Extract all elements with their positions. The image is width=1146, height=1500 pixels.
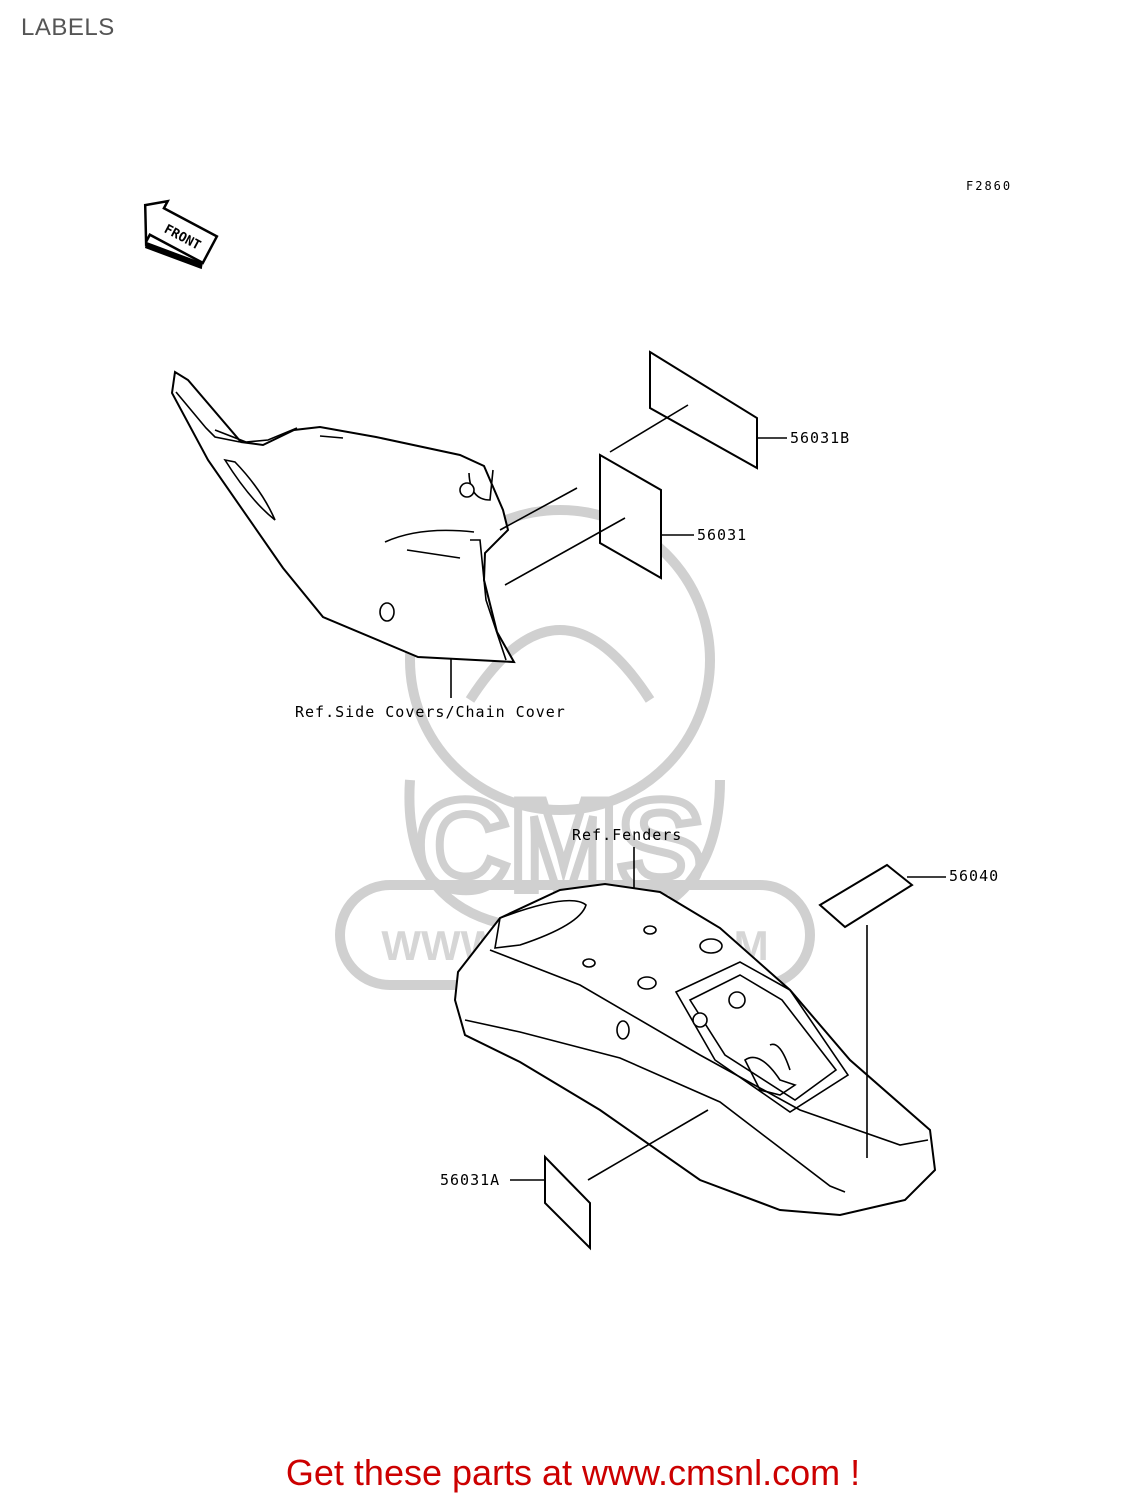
front-arrow-icon: FRONT [143, 199, 219, 270]
callout-ref-side-covers: Ref.Side Covers/Chain Cover [295, 703, 566, 721]
parts-diagram: CMS WWW.CMSNL.COM F2860 FRONT Ref.Side C… [143, 179, 1012, 1251]
label-56031B-drawing: 56031B [609, 350, 850, 470]
callout-56031A: 56031A [440, 1171, 500, 1189]
figure-code: F2860 [966, 179, 1012, 193]
callout-56040: 56040 [949, 867, 999, 885]
rear-fender-drawing: Ref.Fenders [453, 826, 937, 1217]
callout-56031B: 56031B [790, 429, 850, 447]
label-56031A-drawing: 56031A [440, 1109, 709, 1251]
label-56031-drawing: 56031 [499, 453, 747, 586]
page-title: LABELS [21, 14, 115, 41]
callout-56031: 56031 [697, 526, 747, 544]
side-cover-drawing: Ref.Side Covers/Chain Cover [170, 370, 566, 721]
callout-ref-fenders: Ref.Fenders [572, 826, 682, 844]
label-56040-drawing: 56040 [818, 863, 999, 1158]
footer-promo-link[interactable]: Get these parts at www.cmsnl.com ! [285, 1452, 861, 1493]
